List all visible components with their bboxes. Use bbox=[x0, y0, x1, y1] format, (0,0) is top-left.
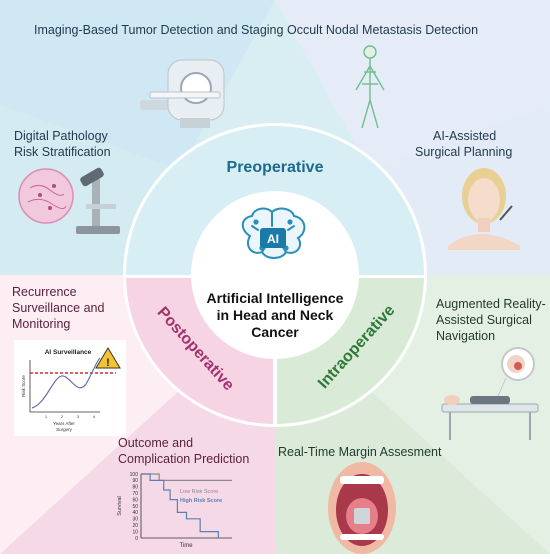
km-legend-low: Low Risk Score bbox=[180, 489, 218, 495]
center-circle bbox=[191, 191, 359, 359]
lymphatic-body-icon bbox=[355, 45, 385, 129]
km-y-tick-label: 50 bbox=[132, 504, 138, 510]
km-y-tick-label: 10 bbox=[132, 529, 138, 535]
ai-badge bbox=[260, 228, 286, 248]
ring-postoperative bbox=[126, 278, 273, 424]
km-series-high-risk bbox=[141, 473, 219, 538]
ct-scanner-icon bbox=[140, 59, 225, 128]
km-y-tick-label: 30 bbox=[132, 517, 138, 523]
patient-portrait-icon bbox=[448, 168, 520, 250]
km-y-tick-label: 20 bbox=[132, 523, 138, 529]
bottom-left-lower-bg bbox=[0, 390, 275, 554]
ai-surveillance-tick-4: 4 bbox=[93, 414, 96, 419]
ai-surveillance-chart: AI Surveillance Risk Score 1 2 3 4 Years… bbox=[14, 340, 126, 436]
panel-title-recurrence-line-2: Surveillance and bbox=[12, 301, 104, 315]
panel-title-pathology-line-2: Risk Stratification bbox=[14, 145, 111, 159]
panel-title-imaging: Imaging-Based Tumor Detection and Stagin… bbox=[34, 23, 283, 37]
open-mouth-icon bbox=[328, 462, 396, 554]
panel-title-ar-line-3: Navigation bbox=[436, 329, 495, 343]
panel-title-occult: Occult Nodal Metastasis Detection bbox=[287, 23, 478, 37]
panel-title-planning-line-2: Surgical Planning bbox=[415, 145, 512, 159]
km-y-tick-label: 80 bbox=[132, 485, 138, 491]
warning-icon-mark: ! bbox=[106, 357, 110, 369]
center-title-line-2: in Head and Neck bbox=[217, 307, 334, 323]
microscope-icon bbox=[76, 167, 120, 234]
panel-title-pathology-line-1: Digital Pathology bbox=[14, 129, 109, 143]
km-legend-high: High Risk Score bbox=[180, 498, 222, 504]
top-left-panel-bg bbox=[0, 0, 275, 170]
km-y-tick-label: 100 bbox=[130, 472, 139, 478]
pathology-slide-icon bbox=[18, 168, 74, 224]
center-title-line-3: Cancer bbox=[251, 324, 299, 340]
ai-surveillance-ylabel: Risk Score bbox=[21, 375, 26, 397]
km-y-tick-label: 0 bbox=[135, 536, 138, 542]
km-y-tick-label: 40 bbox=[132, 510, 138, 516]
km-y-tick-label: 70 bbox=[132, 491, 138, 497]
panel-title-planning-line-1: AI-Assisted bbox=[433, 129, 496, 143]
ai-surveillance-tick-2: 2 bbox=[61, 414, 64, 419]
panel-title-ar-line-2: Assisted Surgical bbox=[436, 313, 532, 327]
km-ylabel: Survival bbox=[117, 496, 123, 516]
panel-title-ar-line-1: Augmented Reality- bbox=[436, 297, 546, 311]
km-series bbox=[141, 473, 232, 538]
center-title-line-1: Artificial Intelligence bbox=[207, 290, 344, 306]
ai-badge-text: AI bbox=[267, 232, 279, 246]
top-right-panel-bg bbox=[275, 0, 550, 170]
warning-icon: ! bbox=[95, 347, 121, 369]
ai-surveillance-tick-1: 1 bbox=[45, 414, 48, 419]
km-y-tick-label: 60 bbox=[132, 497, 138, 503]
ring-intraoperative bbox=[277, 278, 424, 424]
panel-title-outcome-line-2: Complication Prediction bbox=[118, 452, 249, 466]
km-y-tick-label: 90 bbox=[132, 478, 138, 484]
phase-ring bbox=[123, 123, 427, 427]
panel-title-recurrence-line-1: Recurrence bbox=[12, 285, 77, 299]
panel-title-margin: Real-Time Margin Assesment bbox=[278, 445, 442, 459]
panel-title-recurrence-line-3: Monitoring bbox=[12, 317, 70, 331]
phase-label-preoperative: Preoperative bbox=[227, 159, 324, 176]
ai-surveillance-tick-3: 3 bbox=[77, 414, 80, 419]
km-xlabel: Time bbox=[179, 543, 193, 549]
risk-score-curve bbox=[31, 357, 101, 409]
ai-surveillance-title: AI Surveillance bbox=[45, 349, 92, 356]
ar-navigation-icon bbox=[441, 347, 539, 440]
ai-surveillance-xlabel-line-2: Surgery bbox=[56, 427, 73, 432]
panel-title-outcome-line-1: Outcome and bbox=[118, 436, 193, 450]
ai-surveillance-xlabel-line-1: Years After bbox=[53, 421, 75, 426]
